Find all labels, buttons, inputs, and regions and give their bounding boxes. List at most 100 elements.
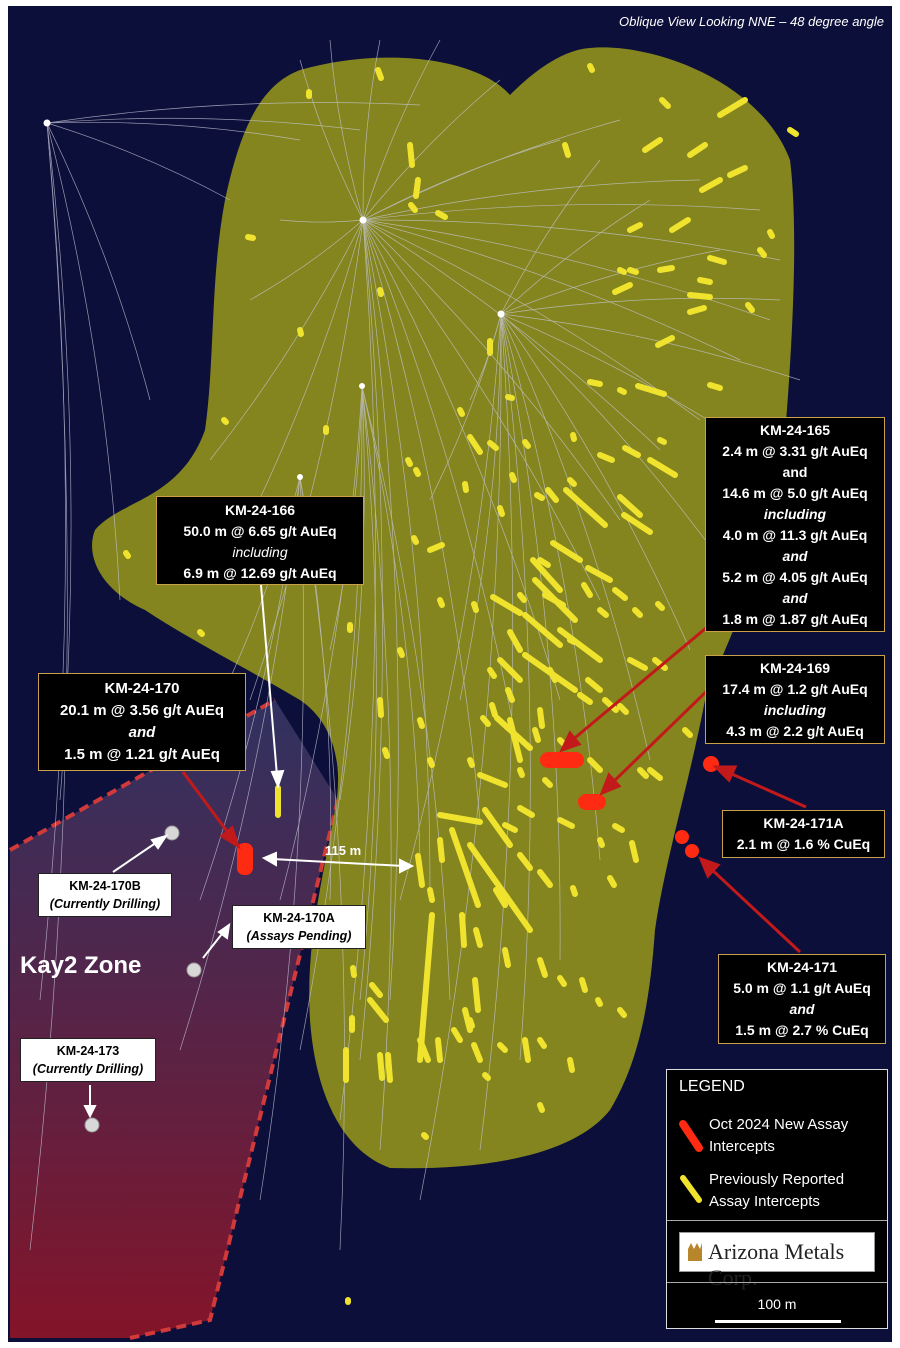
previous-intercept — [467, 757, 475, 768]
drill-trace — [359, 219, 383, 1061]
callout-line: 14.6 m @ 5.0 g/t AuEq — [722, 485, 868, 501]
previous-intercept — [621, 512, 653, 535]
previous-intercept — [587, 379, 603, 387]
callout-status: (Currently Drilling) — [32, 1062, 144, 1076]
callout-line: 50.0 m @ 6.65 g/t AuEq — [183, 523, 337, 539]
drill-trace — [339, 219, 376, 1121]
previous-intercept — [587, 757, 603, 773]
previous-intercept — [657, 265, 675, 273]
white-arrows — [83, 584, 415, 1119]
previous-intercept — [522, 439, 531, 449]
drill-trace — [362, 179, 701, 221]
callout-line: 1.8 m @ 1.87 g/t AuEq — [722, 611, 868, 627]
previous-intercept — [437, 812, 483, 825]
previous-intercept — [567, 477, 577, 487]
previous-intercept — [375, 67, 384, 81]
drill-trace — [359, 385, 377, 1001]
previous-intercept — [567, 1057, 575, 1073]
previous-intercept — [509, 472, 517, 483]
previous-intercept — [707, 255, 727, 265]
previous-intercept — [542, 592, 566, 608]
previous-intercept — [497, 505, 505, 517]
collar — [297, 474, 303, 480]
drill-trace — [362, 219, 621, 521]
previous-intercept — [385, 1052, 393, 1083]
drill-trace — [500, 199, 651, 315]
previous-intercept — [699, 177, 723, 193]
arrow-head — [712, 765, 738, 783]
arrow-km-24-170 — [181, 771, 234, 839]
arrow-head — [219, 825, 241, 850]
logo-text: Arizona Metals Corp. — [708, 1239, 845, 1290]
callout-km-24-166: KM-24-166 50.0 m @ 6.65 g/t AuEq includi… — [156, 496, 364, 585]
previous-intercept — [557, 627, 603, 663]
drill-trace — [362, 219, 601, 601]
previous-intercept — [602, 697, 619, 713]
previous-intercept — [557, 975, 567, 987]
drill-trace — [46, 122, 231, 201]
previous-intercept — [652, 657, 668, 671]
drill-trace — [362, 219, 781, 261]
callout-line: including — [232, 544, 288, 560]
previous-intercept — [467, 842, 533, 933]
previous-intercept — [632, 607, 643, 618]
hole-marker-km-24-170a — [186, 962, 202, 978]
previous-intercept — [581, 582, 593, 598]
previous-intercept — [697, 277, 713, 285]
callout-line: 20.1 m @ 3.56 g/t AuEq — [59, 702, 225, 719]
callout-line: and — [128, 724, 156, 741]
previous-intercept — [517, 805, 535, 818]
callout-hole-id: KM-24-171 — [766, 959, 838, 975]
previous-intercept — [522, 1037, 531, 1063]
previous-intercept — [530, 557, 563, 593]
previous-intercept — [297, 327, 304, 337]
callout-line: 5.0 m @ 1.1 g/t AuEq — [733, 980, 871, 996]
previous-intercept — [717, 97, 748, 118]
previous-intercept — [627, 657, 648, 671]
planned-holes — [84, 825, 202, 1133]
previous-intercept — [405, 457, 413, 467]
previous-intercept — [647, 767, 663, 781]
drill-trace — [362, 119, 621, 221]
hole-marker-km-24-173 — [84, 1117, 100, 1133]
new-intercept-km-24-171 — [675, 830, 689, 844]
drill-trace — [362, 219, 431, 901]
kay2-zone-border-right — [129, 799, 340, 1340]
previous-intercept — [617, 267, 627, 275]
previous-intercept — [687, 292, 713, 300]
previous-intercept — [413, 467, 421, 477]
previous-intercept — [382, 747, 390, 759]
arrow-km-24-169 — [608, 684, 714, 787]
callout-hole-id: KM-24-165 — [759, 422, 831, 438]
drill-trace — [399, 313, 502, 901]
arrow-km-24-166 — [260, 584, 278, 777]
previous-intercept — [245, 234, 256, 241]
scale-bar — [715, 1320, 841, 1323]
arrow-km-24-170b — [112, 839, 161, 873]
previous-intercept — [612, 587, 628, 601]
callout-line: and — [782, 590, 808, 606]
previous-intercept — [617, 387, 627, 395]
previous-intercept — [562, 142, 571, 158]
callout-line: and — [789, 1001, 815, 1017]
hole-marker-km-24-170b — [164, 825, 180, 841]
arrow-km-24-171 — [706, 864, 802, 954]
previous-intercept — [612, 282, 633, 295]
previous-intercept — [427, 757, 435, 768]
new-intercept-km-24-170 — [237, 843, 253, 875]
drill-trace — [329, 39, 364, 221]
previous-intercept — [467, 434, 483, 455]
previous-intercept — [597, 452, 615, 463]
previous-intercept — [415, 853, 425, 888]
callout-line: and — [782, 548, 808, 564]
drill-trace — [459, 313, 502, 701]
new-intercept-km-24-169 — [578, 794, 606, 810]
legend-prev-label: Previously Reported Assay Intercepts — [709, 1169, 844, 1213]
previous-intercept — [617, 1007, 627, 1018]
callout-km-24-173: KM-24-173 (Currently Drilling) — [20, 1038, 156, 1082]
drill-trace — [362, 219, 771, 321]
previous-intercept — [397, 647, 405, 658]
previous-intercept — [197, 629, 205, 637]
previous-intercept — [417, 1037, 431, 1063]
